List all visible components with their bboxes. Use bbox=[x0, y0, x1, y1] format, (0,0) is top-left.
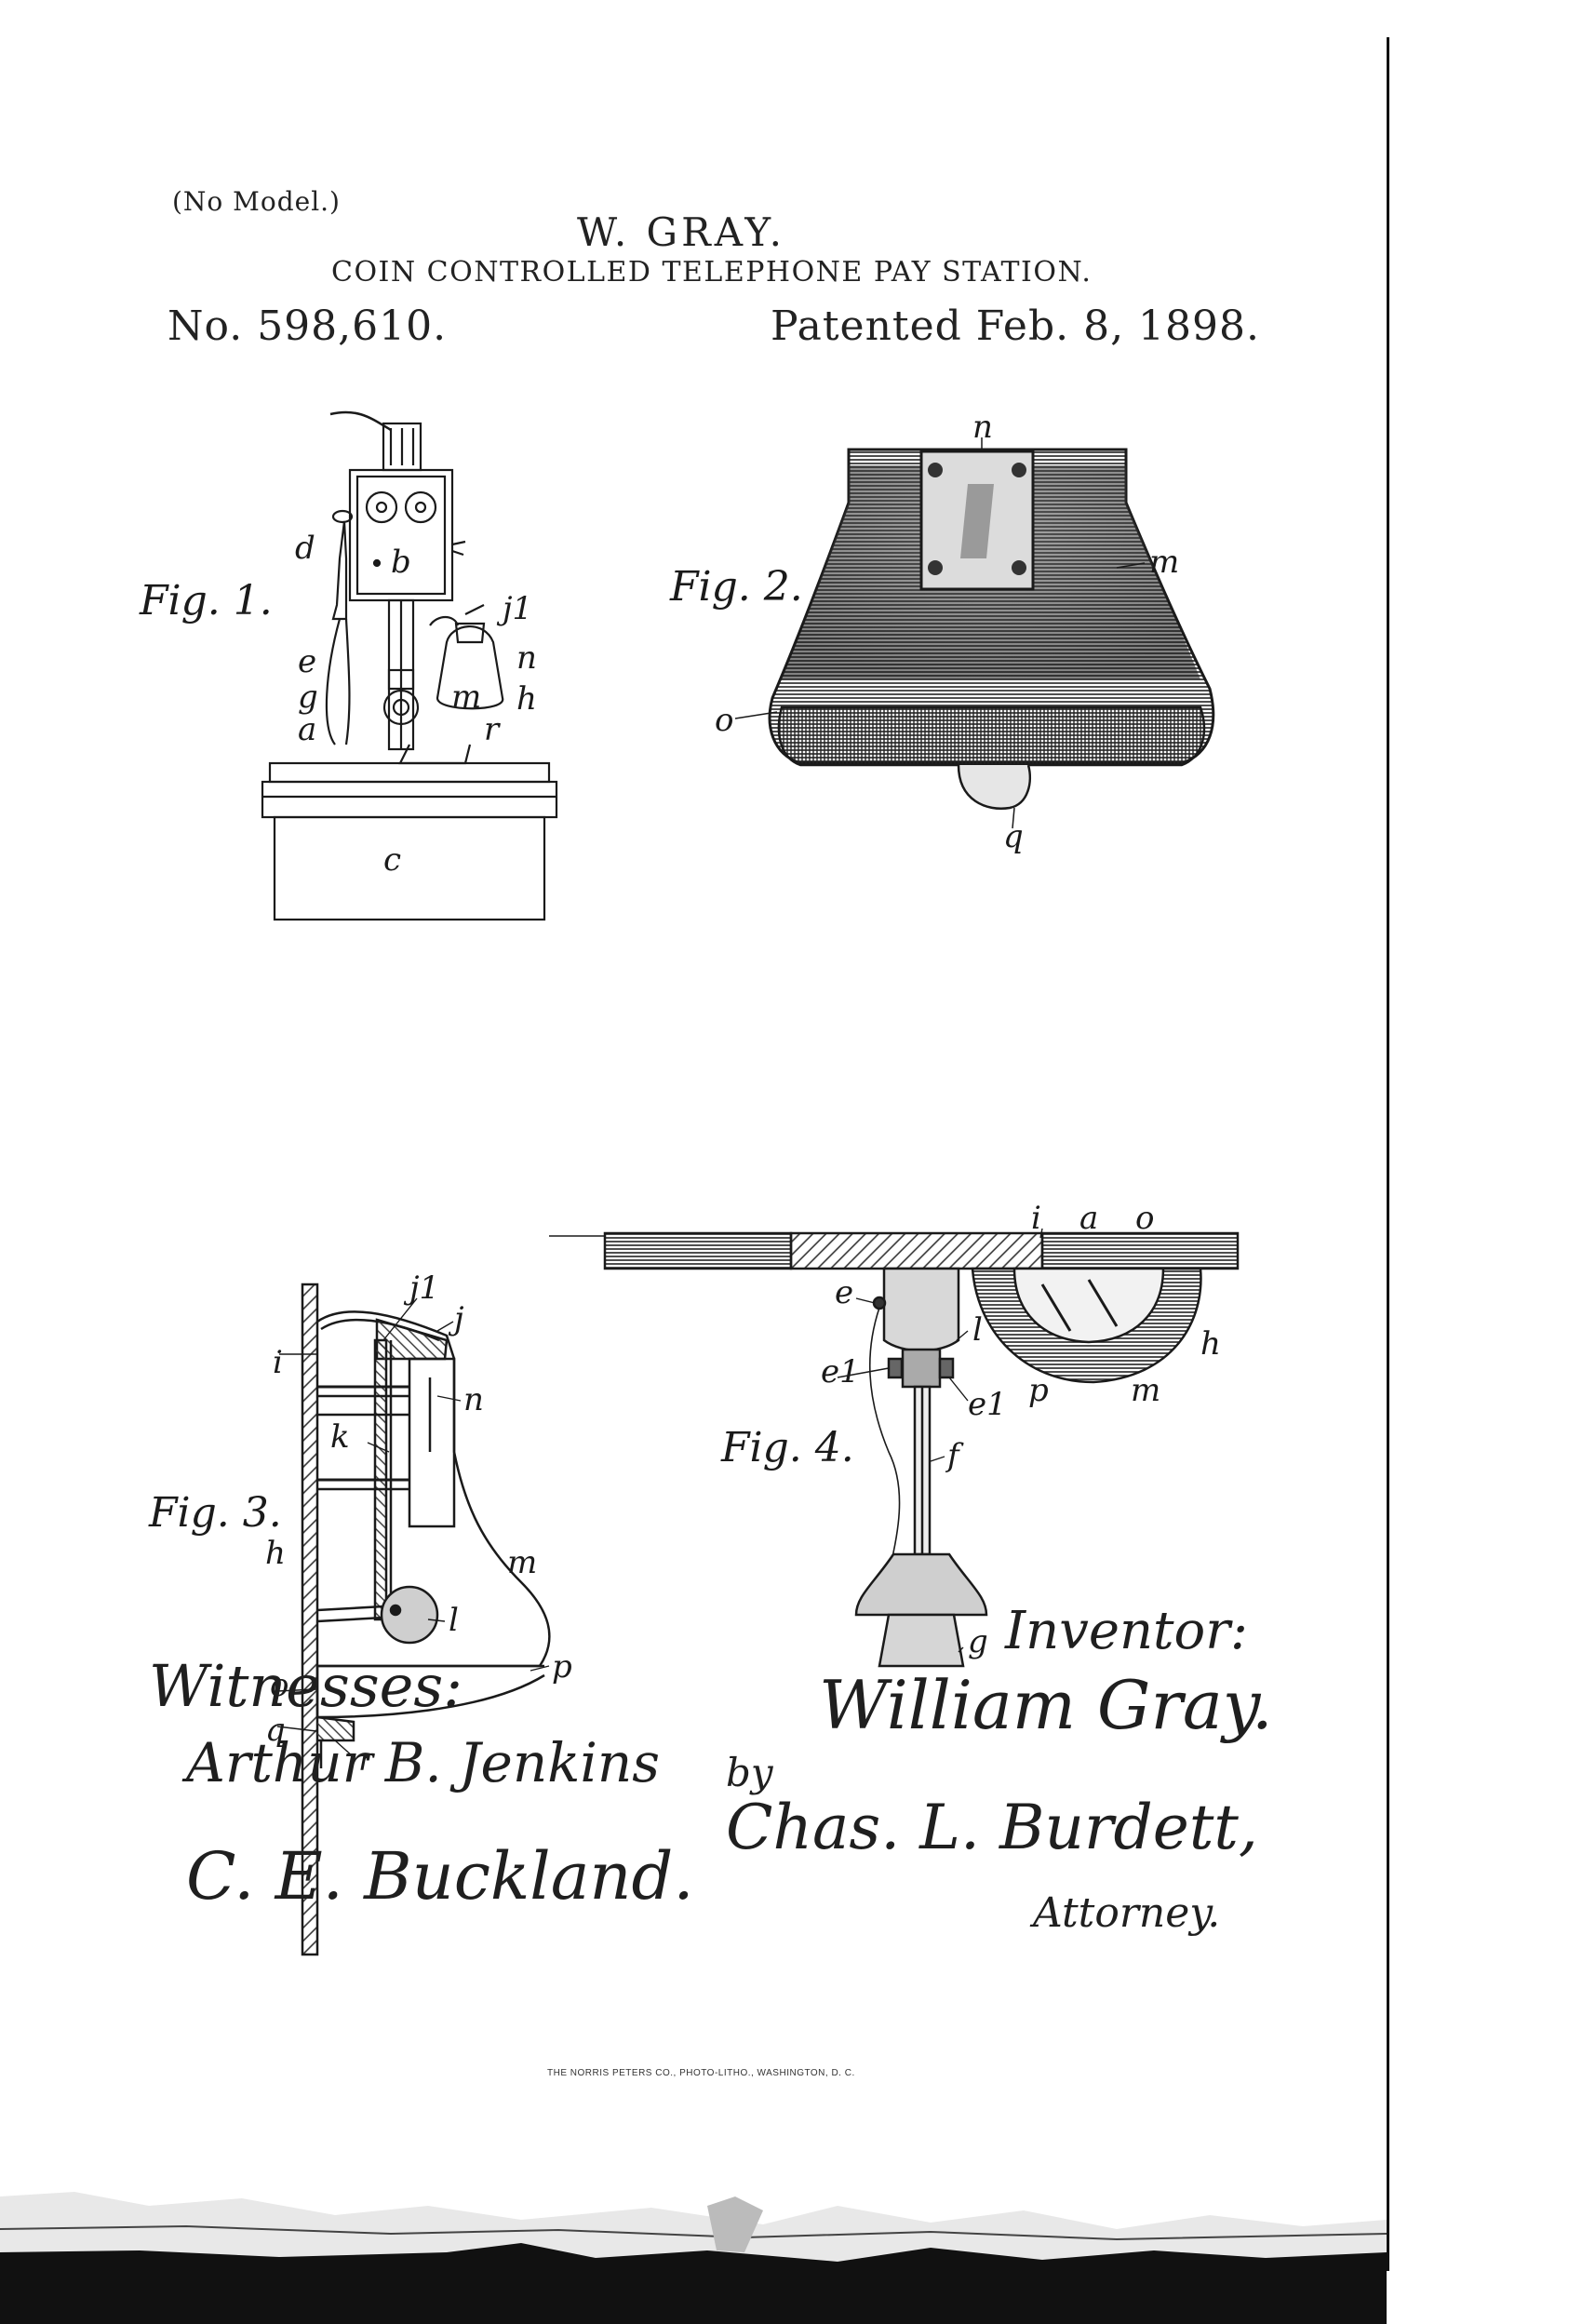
fig3-ref-i: i bbox=[273, 1344, 283, 1381]
fig2-coin-lip bbox=[957, 764, 1032, 810]
fig1-cabinet bbox=[273, 815, 546, 921]
fig2-screw bbox=[928, 560, 943, 575]
fig3-label: Fig. 3. bbox=[148, 1489, 282, 1537]
fig1-ref-a: a bbox=[298, 711, 316, 748]
fig1-base bbox=[261, 780, 558, 819]
fig2-coin-opening bbox=[777, 705, 1206, 767]
figure-3 bbox=[276, 1283, 551, 1956]
fig4-bracket bbox=[882, 1267, 960, 1352]
witness-signature-buckland: C. E. Buckland. bbox=[186, 1838, 694, 1914]
inventor-label: Inventor: bbox=[1005, 1601, 1248, 1661]
fig3-bell-section bbox=[316, 1310, 551, 1668]
patent-date: Patented Feb. 8, 1898. bbox=[771, 302, 1261, 350]
fig1-gong-left bbox=[365, 490, 398, 524]
figure-4-labels: Fig. 4. i a o e e1 l e1 p h m f g bbox=[720, 1200, 1221, 1660]
fig3-ref-n: n bbox=[463, 1381, 484, 1418]
fig4-ref-f: f bbox=[945, 1437, 964, 1474]
fig1-ref-r: r bbox=[484, 711, 501, 748]
fig4-wire bbox=[868, 1307, 901, 1574]
fig4-label: Fig. 4. bbox=[720, 1424, 854, 1471]
fig4-ref-m: m bbox=[1131, 1372, 1160, 1409]
fig4-mouthpiece bbox=[878, 1613, 965, 1668]
witnesses-label: Witnesses: bbox=[149, 1652, 463, 1720]
fig3-ref-j1: j1 bbox=[403, 1269, 439, 1307]
fig3-ref-m: m bbox=[507, 1544, 537, 1581]
fig1-magneto-box bbox=[348, 468, 454, 602]
fig1-ref-g: g bbox=[298, 678, 318, 716]
fig2-ref-n: n bbox=[972, 409, 993, 446]
fig3-hammer bbox=[380, 1585, 439, 1645]
patent-number: No. 598,610. bbox=[168, 302, 448, 350]
fig1-cord bbox=[329, 410, 392, 432]
by-label: by bbox=[726, 1750, 773, 1795]
attorney-label: Attorney. bbox=[1033, 1889, 1221, 1937]
figure-4 bbox=[549, 1228, 1240, 1668]
fig3-ref-r: r bbox=[358, 1741, 375, 1779]
figure-3-labels: Fig. 3. i j1 j k n h m l p o q r bbox=[148, 1269, 572, 1779]
fig4-shelf-left bbox=[603, 1231, 793, 1270]
fig4-ref-o: o bbox=[1135, 1200, 1154, 1237]
fig1-gong-right bbox=[404, 490, 437, 524]
no-model-note: (No Model.) bbox=[172, 186, 341, 217]
fig1-label: Fig. 1. bbox=[139, 577, 273, 625]
fig4-shelf-right bbox=[1040, 1231, 1240, 1270]
figure-1-labels: Fig. 1. d b e g a j1 n m h r c bbox=[139, 530, 537, 879]
fig1-receiver bbox=[331, 520, 348, 621]
fig2-screw bbox=[928, 463, 943, 477]
fig3-ref-o: o bbox=[270, 1667, 288, 1704]
fig1-ref-h: h bbox=[516, 680, 537, 718]
fig1-ref-c: c bbox=[383, 841, 401, 879]
fig4-shelf-hatched bbox=[789, 1231, 1044, 1270]
fig1-coin-bell bbox=[436, 625, 504, 710]
inventor-signature: William Gray. bbox=[819, 1666, 1273, 1744]
fig3-ref-l: l bbox=[449, 1602, 459, 1639]
figure-1 bbox=[261, 410, 558, 921]
fig3-ref-h: h bbox=[265, 1535, 286, 1572]
fig1-transmitter bbox=[382, 689, 420, 726]
patent-title: COIN CONTROLLED TELEPHONE PAY STATION. bbox=[331, 256, 1093, 289]
fig1-ref-b: b bbox=[391, 544, 411, 581]
fig3-wall bbox=[301, 1283, 319, 1956]
fig4-ref-e: e bbox=[835, 1274, 853, 1311]
fig2-ref-o: o bbox=[715, 702, 733, 739]
printer-credit: THE NORRIS PETERS CO., PHOTO-LITHO., WAS… bbox=[547, 2068, 855, 2078]
fig1-ref-e: e bbox=[298, 643, 316, 680]
fig4-transmitter-head bbox=[901, 1348, 942, 1389]
scan-damage-strip bbox=[0, 2192, 1388, 2324]
figure-2-labels: Fig. 2. n m o q bbox=[669, 409, 1179, 855]
scan-edge-line bbox=[1387, 37, 1389, 2271]
fig2-screw bbox=[1012, 560, 1026, 575]
fig3-ref-p: p bbox=[552, 1648, 572, 1686]
fig2-ref-q: q bbox=[1003, 818, 1024, 855]
fig4-ref-l: l bbox=[972, 1311, 983, 1349]
fig4-stand-base bbox=[854, 1552, 988, 1617]
witness-signature-jenkins: Arthur B. Jenkins bbox=[186, 1731, 661, 1794]
fig4-ref-a: a bbox=[1079, 1200, 1098, 1237]
fig1-receiver-cord bbox=[325, 618, 342, 746]
fig3-ref-j: j bbox=[448, 1300, 464, 1337]
fig2-ref-m: m bbox=[1149, 544, 1179, 581]
fig1-ref-d: d bbox=[295, 530, 315, 567]
fig3-ref-k: k bbox=[330, 1418, 350, 1456]
fig4-ref-h: h bbox=[1200, 1325, 1221, 1363]
fig1-ref-n: n bbox=[516, 639, 537, 677]
attorney-signature: Chas. L. Burdett, bbox=[726, 1792, 1258, 1863]
fig1-ref-m: m bbox=[451, 678, 481, 716]
fig3-block bbox=[408, 1357, 456, 1528]
fig2-screw bbox=[1012, 463, 1026, 477]
fig3-ref-q: q bbox=[265, 1712, 286, 1749]
fig4-ref-e1-left: e1 bbox=[821, 1353, 860, 1390]
fig4-ref-g: g bbox=[968, 1623, 988, 1660]
fig4-ref-i: i bbox=[1031, 1200, 1041, 1237]
fig1-base-top bbox=[268, 761, 551, 784]
figure-2 bbox=[734, 437, 1215, 829]
fig4-ref-p: p bbox=[1028, 1372, 1049, 1409]
inventor-name-heading: W. GRAY. bbox=[577, 209, 785, 255]
fig1-ref-j1: j1 bbox=[496, 590, 532, 627]
fig4-ref-e1-right: e1 bbox=[968, 1386, 1007, 1423]
fig2-label: Fig. 2. bbox=[669, 563, 803, 611]
